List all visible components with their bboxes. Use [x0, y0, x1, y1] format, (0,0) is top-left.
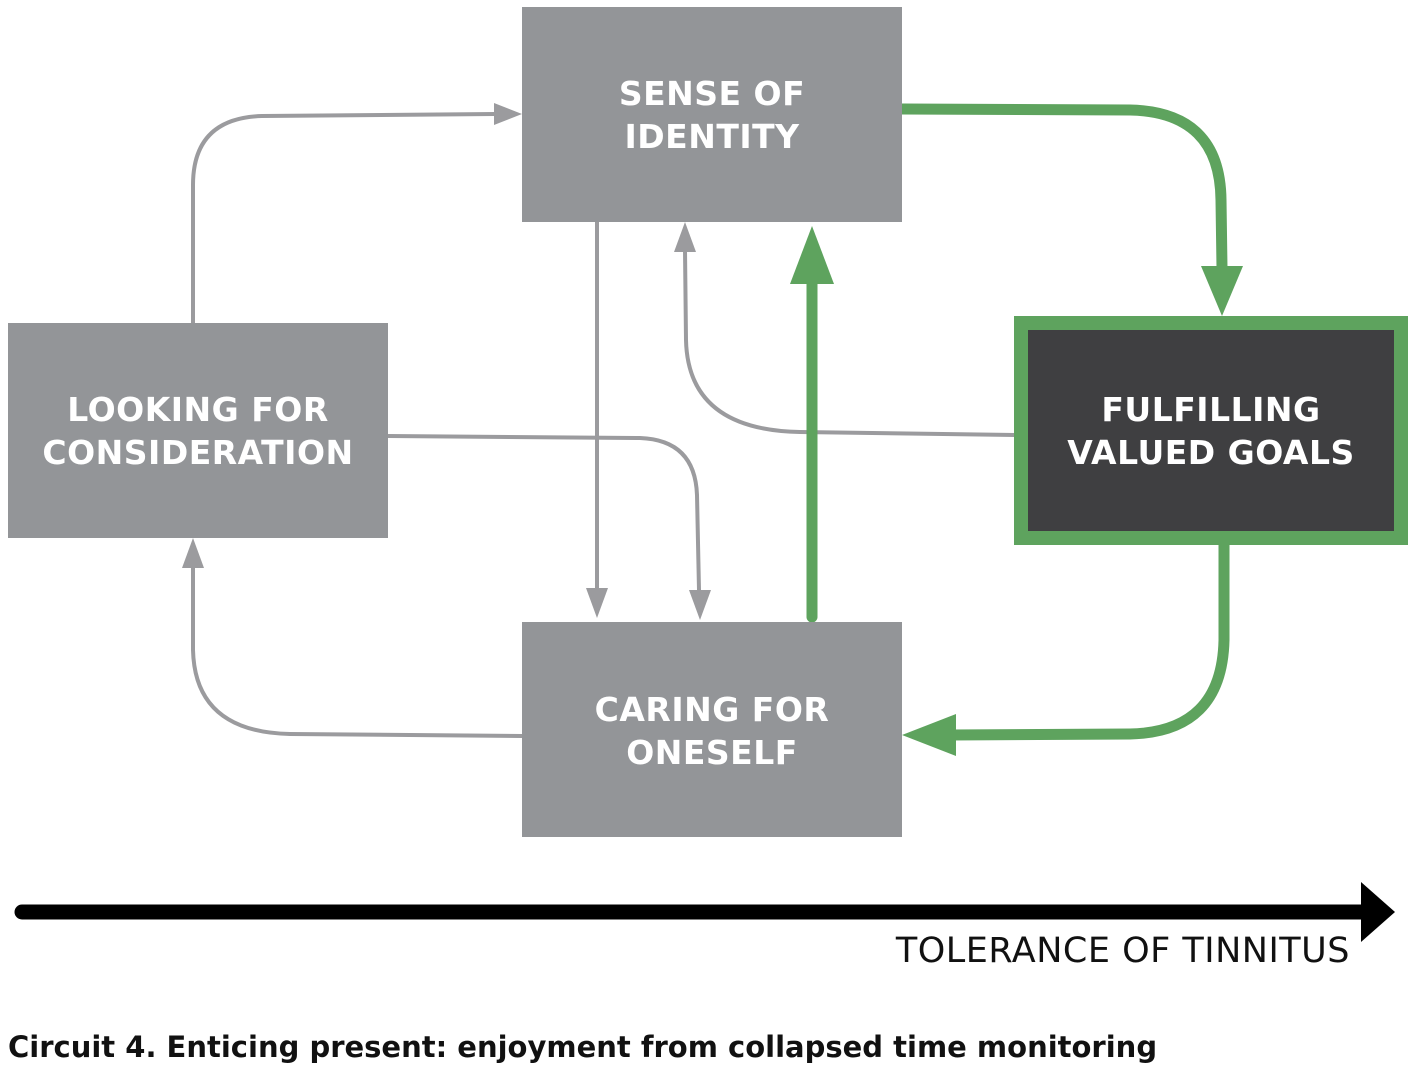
- box-sense-of-identity: [522, 7, 902, 222]
- figure-caption: Circuit 4. Enticing present: enjoyment f…: [8, 1030, 1158, 1064]
- arrowhead-into-identity-green: [790, 226, 834, 284]
- node-label-line2: IDENTITY: [624, 117, 800, 156]
- node-label-line1: LOOKING FOR: [67, 390, 329, 429]
- node-label-line2: VALUED GOALS: [1067, 433, 1355, 472]
- tolerance-axis: TOLERANCE OF TINNITUS: [14, 882, 1395, 971]
- arrowhead-into-goals: [1201, 266, 1243, 316]
- node-label-line1: FULFILLING: [1101, 390, 1320, 429]
- arrowhead-into-identity-left: [494, 103, 522, 125]
- arrowhead-into-consideration-bottom: [182, 538, 204, 568]
- node-label-line1: CARING FOR: [595, 690, 830, 729]
- arrowhead-into-caring-right: [689, 590, 711, 620]
- node-looking-for-consideration: LOOKING FOR CONSIDERATION: [8, 323, 388, 538]
- node-label-line2: CONSIDERATION: [42, 433, 353, 472]
- green-arrowheads: [790, 226, 1243, 756]
- node-label-line1: SENSE OF: [619, 74, 805, 113]
- box-caring-for-oneself: [522, 622, 902, 837]
- node-label-line2: ONESELF: [626, 733, 798, 772]
- gray-connectors: [191, 112, 1016, 738]
- green-connectors: [806, 103, 1230, 741]
- arrowhead-into-caring-green: [902, 714, 956, 756]
- arrow-goals-to-caring: [944, 539, 1230, 741]
- node-sense-of-identity: SENSE OF IDENTITY: [522, 7, 902, 222]
- arrow-goals-to-identity: [683, 249, 1016, 437]
- gray-arrowheads: [182, 103, 711, 620]
- arrowhead-into-identity-bottom: [674, 222, 696, 252]
- axis-arrowhead: [1361, 882, 1395, 942]
- box-looking-for-consideration: [8, 323, 388, 538]
- node-caring-for-oneself: CARING FOR ONESELF: [522, 622, 902, 837]
- axis-label: TOLERANCE OF TINNITUS: [895, 931, 1350, 971]
- arrow-identity-to-goals: [896, 103, 1228, 274]
- arrowhead-into-caring-left: [586, 588, 608, 618]
- arrow-consideration-to-identity: [191, 112, 496, 323]
- arrow-consideration-to-caring: [387, 434, 701, 591]
- node-fulfilling-valued-goals: FULFILLING VALUED GOALS: [1014, 316, 1408, 545]
- box-fulfilling-valued-goals: [1014, 316, 1408, 545]
- arrow-caring-to-consideration: [191, 565, 523, 738]
